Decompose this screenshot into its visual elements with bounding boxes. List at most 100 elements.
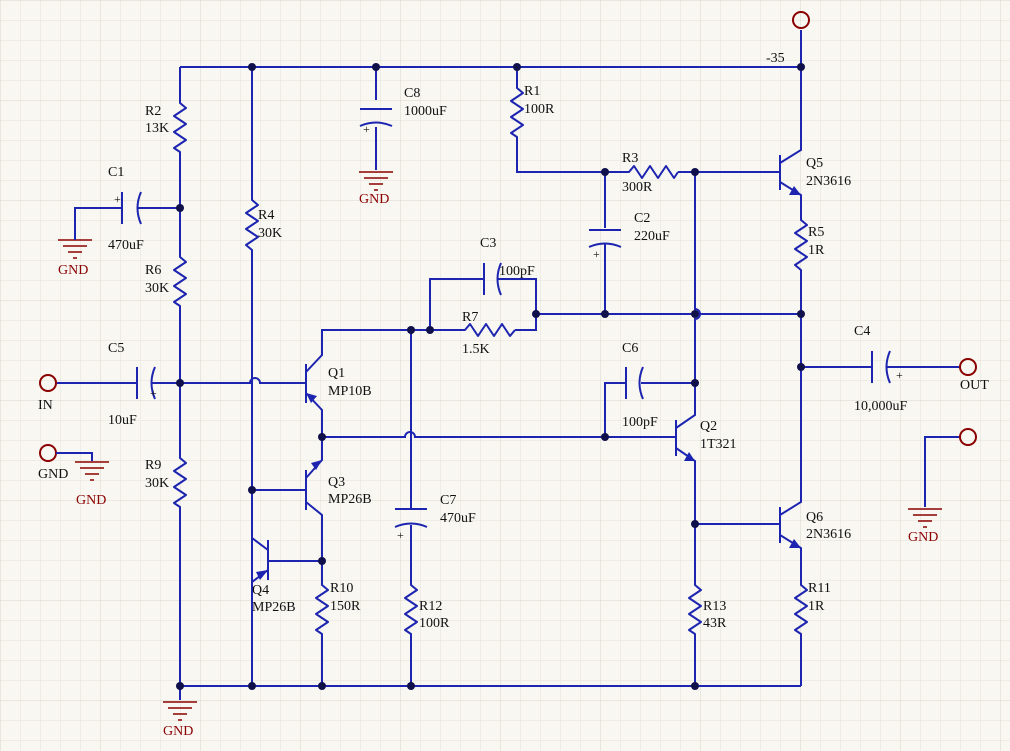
ground-icon-c8 (359, 171, 393, 191)
c1-ref: C1 (108, 165, 124, 180)
gnd-label-c1: GND (58, 263, 88, 278)
r9-ref: R9 (145, 458, 161, 473)
q3-emitter-arrow (311, 460, 322, 470)
capacitor-c7 (394, 508, 428, 528)
resistor-r10 (315, 580, 329, 637)
ground-icon-bottom (163, 701, 197, 721)
c4-ref: C4 (854, 324, 870, 339)
q4-emitter-arrow (256, 570, 268, 580)
svg-text:+: + (397, 528, 404, 542)
q2-value: 1T321 (700, 437, 737, 452)
r5-value: 1R (808, 243, 825, 258)
transistor-arrows (256, 186, 801, 580)
r5-ref: R5 (808, 225, 824, 240)
r12-value: 100R (419, 616, 450, 631)
resistor-r2 (173, 98, 187, 155)
resistor-r12 (404, 580, 418, 637)
r4-value: 30K (258, 226, 282, 241)
r12-ref: R12 (419, 599, 442, 614)
out-port-icon (959, 358, 977, 376)
gnd-port-label: GND (38, 467, 68, 482)
gnd-label-port: GND (76, 493, 106, 508)
capacitors (121, 108, 891, 528)
ground-icon-c1 (58, 236, 92, 259)
resistor-r3 (624, 165, 679, 179)
q5-value: 2N3616 (806, 174, 851, 189)
resistor-r9 (173, 453, 187, 510)
capacitor-c5 (136, 366, 156, 400)
labels: -35 R2 13K C1 470uF R6 30K C5 10uF R9 30… (38, 51, 989, 739)
gnd-label-right: GND (908, 530, 938, 545)
q6-ref: Q6 (806, 510, 823, 525)
c6-ref: C6 (622, 341, 638, 356)
resistors (173, 83, 808, 637)
c7-value: 470uF (440, 511, 476, 526)
resistor-r4 (245, 195, 259, 255)
ground-icon-right (908, 508, 942, 528)
c5-ref: C5 (108, 341, 124, 356)
q1-emitter-arrow (306, 393, 317, 403)
r11-value: 1R (808, 599, 825, 614)
c3-ref: C3 (480, 236, 496, 251)
r3-value: 300R (622, 180, 653, 195)
c7-ref: C7 (440, 493, 456, 508)
c2-ref: C2 (634, 211, 650, 226)
q3-value: MP26B (328, 492, 372, 507)
resistor-r5 (794, 215, 808, 275)
r11-ref: R11 (808, 581, 831, 596)
r7-ref: R7 (462, 310, 478, 325)
c4-value: 10,000uF (854, 399, 908, 414)
r10-ref: R10 (330, 581, 353, 596)
q1-value: MP10B (328, 384, 372, 399)
q4-ref: Q4 (252, 583, 269, 598)
resistor-r1 (510, 83, 524, 140)
capacitor-c8 (359, 108, 393, 127)
q4-value: MP26B (252, 600, 296, 615)
c8-ref: C8 (404, 86, 420, 101)
polarity-marks: + + + + + + (114, 122, 903, 542)
c2-value: 220uF (634, 229, 670, 244)
ground-icon-gnd-port (75, 461, 109, 481)
ports (39, 11, 977, 462)
resistor-r6 (173, 252, 187, 310)
capacitor-c4 (871, 350, 891, 384)
resistor-r11 (794, 580, 808, 637)
q6-value: 2N3616 (806, 527, 851, 542)
r1-value: 100R (524, 102, 555, 117)
c6-value: 100pF (622, 415, 658, 430)
r1-ref: R1 (524, 84, 540, 99)
resistor-r7 (460, 323, 516, 337)
r6-value: 30K (145, 281, 169, 296)
r13-value: 43R (703, 616, 727, 631)
r10-value: 150R (330, 599, 361, 614)
r9-value: 30K (145, 476, 169, 491)
junctions (176, 63, 805, 690)
c5-value: 10uF (108, 413, 137, 428)
in-port-icon (39, 374, 57, 392)
q5-ref: Q5 (806, 156, 823, 171)
q2-emitter-arrow (684, 452, 695, 461)
supply-port-icon (792, 11, 810, 29)
svg-text:+: + (896, 368, 903, 382)
c1-value: 470uF (108, 238, 144, 253)
out-port-label: OUT (960, 378, 989, 393)
q2-ref: Q2 (700, 419, 717, 434)
in-port-label: IN (38, 398, 53, 413)
aux-port-icon (959, 428, 977, 446)
r4-ref: R4 (258, 208, 274, 223)
r7-value: 1.5K (462, 342, 490, 357)
c3-value: 100pF (499, 264, 535, 279)
q3-ref: Q3 (328, 475, 345, 490)
q6-emitter-arrow (789, 539, 801, 548)
r2-value: 13K (145, 121, 169, 136)
q5-emitter-arrow (789, 186, 801, 195)
svg-text:+: + (150, 386, 157, 400)
svg-text:+: + (593, 247, 600, 261)
resistor-r13 (688, 580, 702, 637)
wires (57, 30, 960, 700)
ground-symbols (58, 171, 942, 721)
r6-ref: R6 (145, 263, 161, 278)
svg-text:+: + (114, 192, 121, 206)
